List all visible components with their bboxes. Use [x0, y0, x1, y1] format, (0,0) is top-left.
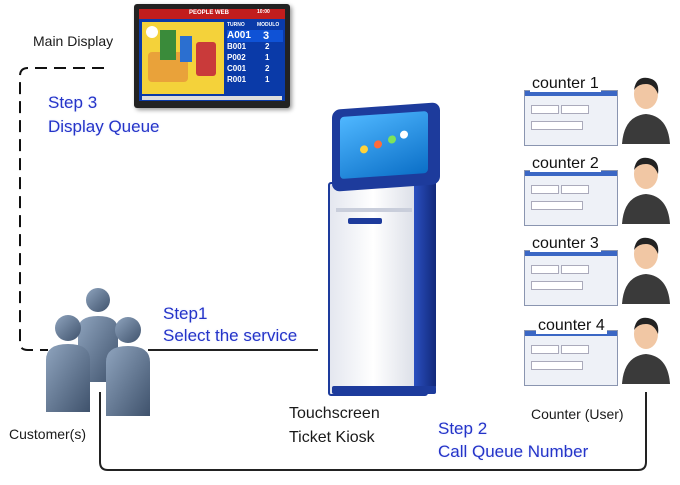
counter-title-2: counter 2 [530, 155, 601, 172]
step1-title: Step1 [163, 304, 208, 323]
step2-title: Step 2 [438, 419, 488, 438]
board-illustration [142, 22, 224, 94]
step2-text: Call Queue Number [438, 442, 589, 461]
counter-panel-4: counter 4 [524, 310, 674, 386]
customers-label: Customer(s) [9, 426, 87, 442]
counter-title-3: counter 3 [530, 235, 601, 252]
counter-panel-1: counter 1 [524, 70, 674, 146]
main-display-label: Main Display [33, 33, 114, 49]
counter-panel-2: counter 2 [524, 150, 674, 226]
counter-staff-icon [622, 77, 670, 144]
kiosk-screen [340, 110, 428, 180]
kiosk-label-line2: Ticket Kiosk [289, 429, 375, 446]
counter-panel-3: counter 3 [524, 230, 674, 306]
counter-staff-icon [622, 317, 670, 384]
step3-text: Display Queue [48, 117, 160, 136]
ticket-kiosk [318, 100, 448, 400]
board-header: PEOPLE WEB 10:00 [139, 9, 285, 19]
ticket-slot [348, 218, 382, 224]
counter-staff-icon [622, 237, 670, 304]
step1-text: Select the service [163, 326, 298, 345]
step3-title: Step 3 [48, 93, 98, 112]
counter-title-4: counter 4 [536, 317, 607, 334]
counter-title-1: counter 1 [530, 75, 601, 92]
counter-staff-icon [622, 157, 670, 224]
kiosk-label-line1: Touchscreen [289, 405, 380, 422]
counter-user-label: Counter (User) [531, 406, 624, 422]
